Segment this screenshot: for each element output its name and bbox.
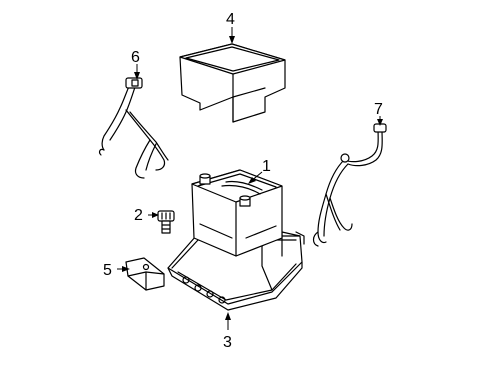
callout-6: 6 — [131, 49, 140, 66]
callout-1: 1 — [262, 158, 271, 175]
negative-battery-cable — [98, 77, 169, 179]
callout-3: 3 — [223, 334, 232, 351]
holddown-clamp — [125, 257, 165, 291]
callout-2: 2 — [134, 207, 143, 224]
positive-battery-cable — [312, 123, 387, 247]
callout-leaders — [117, 27, 383, 330]
callout-4: 4 — [226, 11, 235, 28]
callout-5: 5 — [103, 262, 112, 279]
battery — [191, 169, 283, 257]
holddown-bolt — [157, 210, 175, 234]
battery-insulator — [179, 43, 286, 123]
callout-labels: 1 2 3 4 5 6 7 — [103, 11, 383, 351]
callout-7: 7 — [374, 101, 383, 118]
